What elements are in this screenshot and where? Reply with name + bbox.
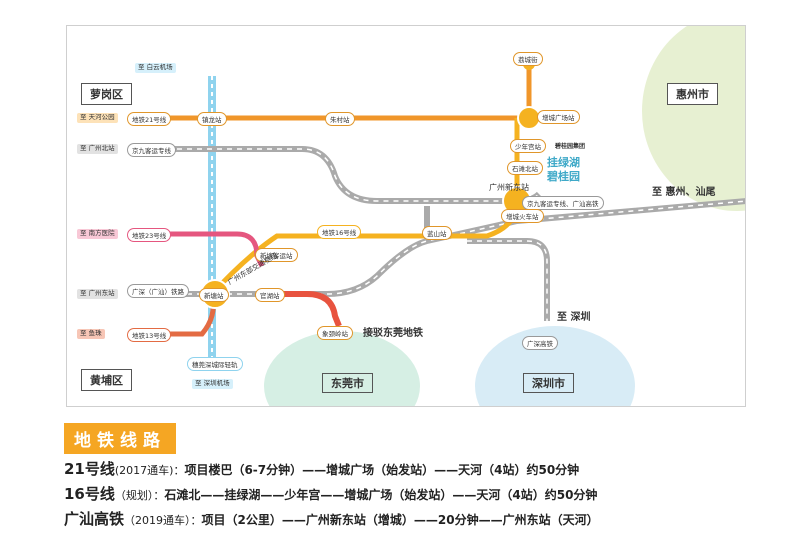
dest-nanfang-hospital: 至 南方医院 — [77, 229, 118, 239]
metro-map: 萝岗区 黄埔区 惠州市 东莞市 深圳市 至 白云机场 至 天河公园 至 广州北站… — [66, 25, 746, 407]
dest-baiyun: 至 白云机场 — [135, 63, 176, 73]
route-row: 16号线（规划）：石滩北——挂绿湖——少年宫——增城广场（始发站）——天河（4站… — [64, 483, 597, 504]
dest-guangzhou-north: 至 广州北站 — [77, 144, 118, 154]
huizhou-zone — [642, 26, 745, 211]
line-21-path — [137, 66, 532, 121]
station-xintang-keyun: 新塘客运站 — [255, 248, 298, 262]
district-huizhou: 惠州市 — [667, 83, 718, 105]
station-zengcheng-square: 增城广场站 — [537, 110, 580, 124]
station-shitan-north: 石滩北站 — [507, 161, 543, 175]
project-badge: 碧桂园集团 — [555, 143, 586, 150]
project-name: 挂绿湖 碧桂园 — [547, 156, 580, 184]
district-dongguan: 东莞市 — [322, 373, 373, 393]
dest-tianhe-park: 至 天河公园 — [77, 113, 118, 123]
route-desc: 石滩北——挂绿湖——少年宫——增城广场（始发站）——天河（4站）约50分钟 — [164, 488, 598, 502]
station-zengcheng-huoche: 增城火车站 — [501, 209, 544, 223]
station-shaoniangong: 少年宫站 — [510, 139, 546, 153]
station-zhucun: 朱村站 — [325, 112, 355, 126]
station-xiangtou: 象颈岭站 — [317, 326, 353, 340]
station-zhenlong: 镇龙站 — [197, 112, 227, 126]
label-guangshen-hsr: 广深高铁 — [522, 336, 558, 350]
dest-guangzhou-east: 至 广州东站 — [77, 289, 118, 299]
station-xintang: 新塘站 — [199, 288, 229, 302]
route-desc: 项目楼巴（6-7分钟）——增城广场（始发站）——天河（4站）约50分钟 — [184, 463, 580, 477]
route-name: 广汕高铁 — [64, 510, 125, 528]
dest-yuzhu: 至 鱼珠 — [77, 329, 105, 339]
label-guanhui: 穗莞深城际轻轨 — [187, 357, 243, 371]
project-name-line1: 挂绿湖 — [547, 156, 580, 169]
label-metro21: 地铁21号线 — [127, 112, 172, 126]
label-dongguan-link: 接驳东莞地铁 — [363, 328, 423, 339]
route-note: （规划）： — [114, 489, 165, 502]
dest-shenzhen-airport: 至 深圳机场 — [192, 379, 233, 389]
route-desc: 项目（2公里）——广州新东站（增城）——20分钟——广州东站（天河） — [201, 513, 599, 527]
label-jingjiu-guangshan: 京九客运专线、广汕高铁 — [522, 196, 604, 210]
route-row: 21号线(2017通车)：项目楼巴（6-7分钟）——增城广场（始发站）——天河（… — [64, 458, 579, 479]
dongguan-zone — [264, 331, 420, 406]
district-shenzhen: 深圳市 — [523, 373, 574, 393]
route-note: (2017通车)： — [114, 464, 185, 477]
label-guangshen-rail: 广深（广汕）铁路 — [127, 284, 189, 298]
section-title: 地铁线路 — [64, 423, 176, 454]
route-note: （2019通车）： — [124, 514, 202, 527]
label-jingjiu: 京九客运专线 — [127, 143, 176, 157]
station-xindong: 广州新东站 — [489, 183, 529, 192]
district-luogang: 萝岗区 — [81, 83, 132, 105]
dongguan-link-path — [262, 291, 342, 328]
rail-lines-dash — [147, 148, 745, 321]
district-huangpu: 黄埔区 — [81, 369, 132, 391]
route-row: 广汕高铁（2019通车）：项目（2公里）——广州新东站（增城）——20分钟——广… — [64, 508, 599, 529]
map-lines-canvas — [137, 26, 745, 406]
label-metro23: 地铁23号线 — [127, 228, 172, 242]
station-lanshan: 蓝山站 — [422, 226, 452, 240]
route-name: 21号线 — [64, 460, 115, 478]
station-lichengjie: 荔城街 — [513, 52, 543, 66]
route-name: 16号线 — [64, 485, 115, 503]
label-metro13: 地铁13号线 — [127, 328, 172, 342]
dest-huizhou-shanwei: 至 惠州、汕尾 — [652, 187, 716, 198]
project-name-line2: 碧桂园 — [547, 169, 580, 183]
station-guanhu: 官湖站 — [255, 288, 285, 302]
dest-shenzhen: 至 深圳 — [557, 312, 591, 323]
shenzhen-zone — [475, 326, 635, 406]
label-metro16: 地铁16号线 — [317, 225, 362, 239]
